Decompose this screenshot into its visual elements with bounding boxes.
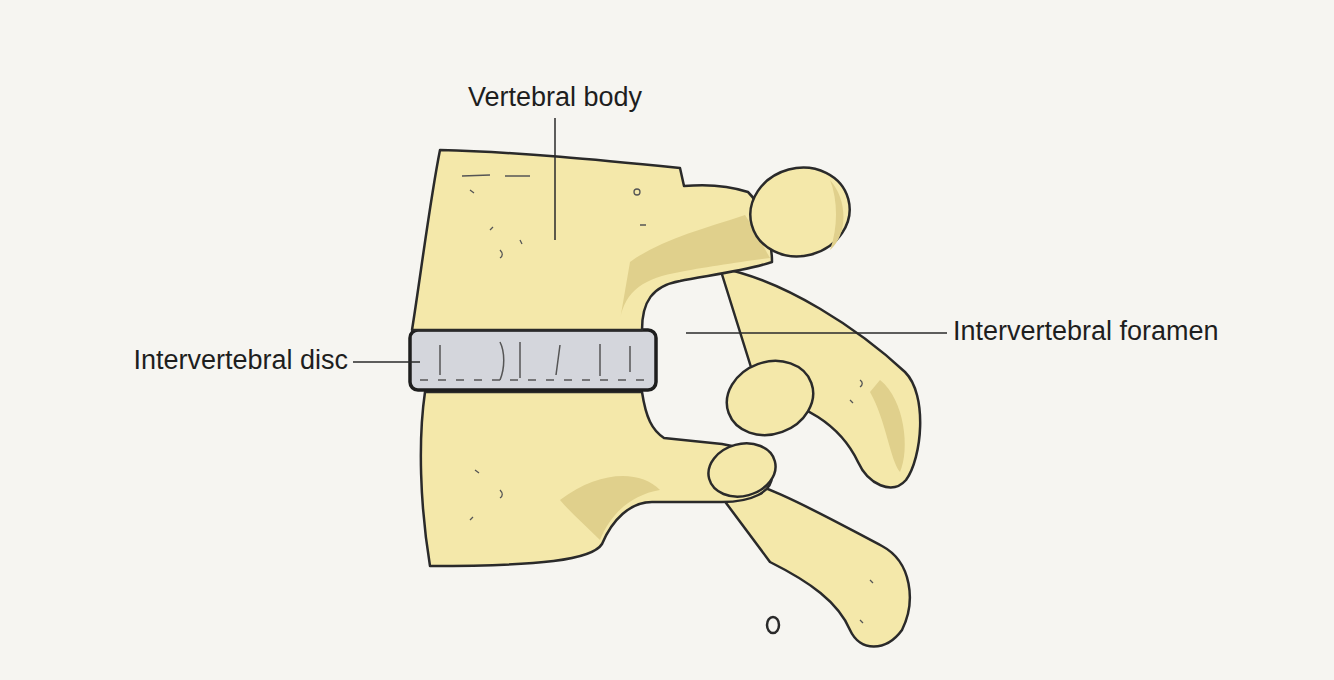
upper-vertebral-body	[412, 150, 772, 330]
part-label: Vertebral body	[468, 82, 642, 113]
leader-line	[353, 361, 420, 363]
leader-line	[554, 118, 556, 240]
process-shade	[870, 380, 905, 472]
body-shade	[560, 476, 660, 540]
leader-line	[686, 332, 947, 334]
foramen-hole	[767, 617, 779, 633]
articular-process	[716, 349, 823, 447]
part-label: Intervertebral disc	[133, 345, 348, 376]
articular-process	[740, 157, 859, 268]
articular-process	[702, 436, 781, 504]
part-label: Intervertebral foramen	[953, 316, 1219, 347]
disc-shape	[410, 330, 656, 390]
body-shade	[620, 215, 770, 320]
